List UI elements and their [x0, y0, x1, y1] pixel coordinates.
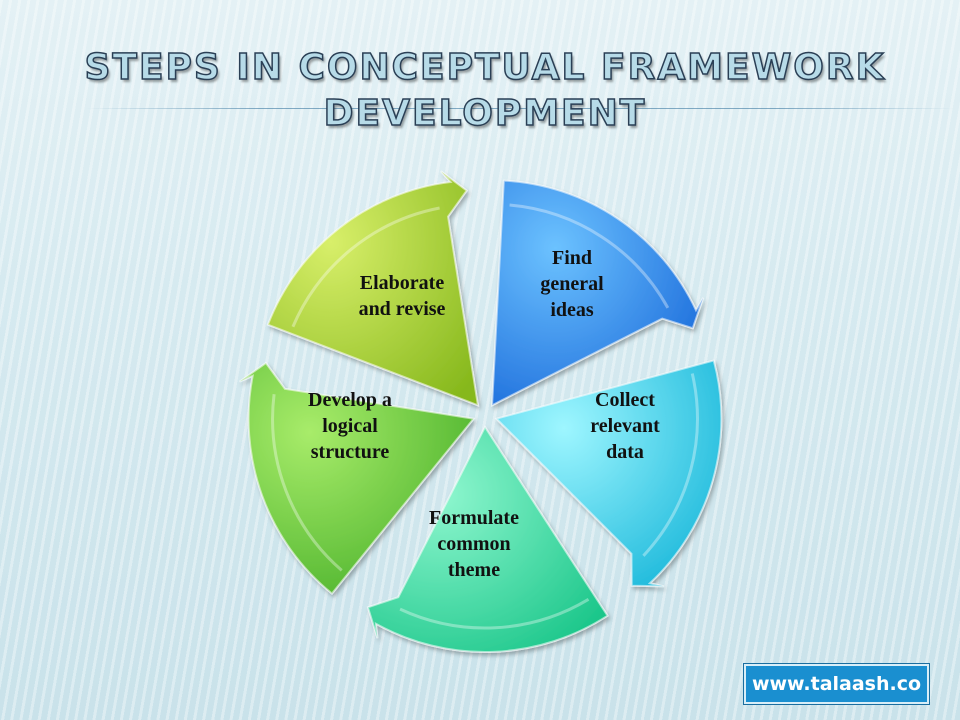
cycle-segment-highlight-5: [291, 206, 440, 328]
step-label-line: Develop a: [308, 389, 392, 411]
cycle-segment-1: [490, 179, 705, 407]
cycle-segment-highlight-3: [399, 598, 590, 630]
page-title: STEPS IN CONCEPTUAL FRAMEWORK DEVELOPMEN…: [60, 45, 910, 137]
step-label-line: theme: [448, 559, 500, 581]
title-underline: [85, 108, 955, 109]
step-label-line: Find: [552, 247, 592, 269]
step-label-5: Elaborate and revise: [359, 272, 446, 320]
step-label-line: logical: [322, 415, 378, 437]
title-line-2: DEVELOPMENT: [323, 92, 647, 135]
cycle-segment-3: [366, 425, 609, 653]
step-label-line: Elaborate: [360, 272, 445, 294]
step-label-3: Formulate common theme: [429, 507, 519, 581]
step-label-line: relevant: [590, 415, 660, 437]
cycle-segment-4: [238, 361, 476, 595]
cycle-segment-highlight-1: [509, 203, 670, 309]
step-label-line: Formulate: [429, 507, 519, 529]
cycle-segment-5: [266, 170, 480, 407]
step-label-line: ideas: [550, 299, 594, 321]
website-badge[interactable]: www.talaash.co: [744, 664, 929, 704]
step-label-line: common: [437, 533, 510, 555]
step-label-4: Develop a logical structure: [308, 389, 392, 463]
step-label-line: structure: [311, 441, 390, 463]
step-label-line: and revise: [359, 298, 446, 320]
step-label-1: Find general ideas: [540, 247, 604, 321]
cycle-segment-highlight-2: [642, 373, 699, 557]
step-label-line: Collect: [595, 389, 655, 411]
cycle-segment-2: [494, 359, 723, 588]
title-line-1: STEPS IN CONCEPTUAL FRAMEWORK: [84, 46, 886, 89]
cycle-segment-highlight-4: [271, 394, 343, 572]
step-label-2: Collect relevant data: [590, 389, 660, 463]
step-label-line: general: [540, 273, 604, 295]
step-label-line: data: [606, 441, 644, 463]
